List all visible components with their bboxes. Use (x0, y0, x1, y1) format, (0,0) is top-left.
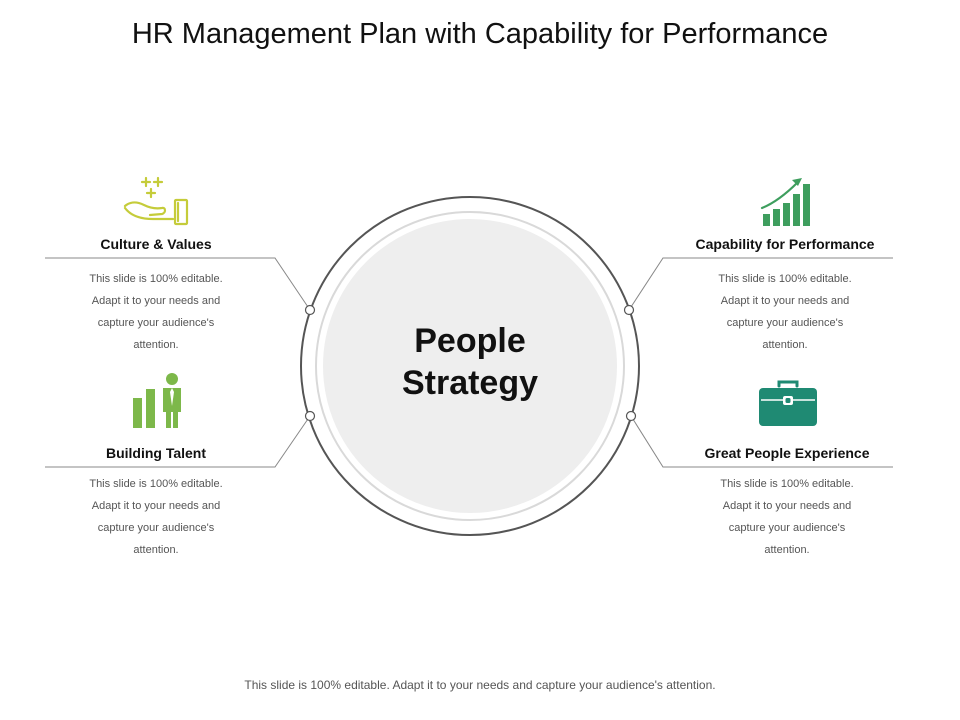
inner-disc (317, 213, 623, 519)
connector-experience (630, 415, 893, 468)
center-label: People Strategy (370, 320, 570, 404)
description-capability-performance: This slide is 100% editable. Adapt it to… (718, 273, 852, 351)
connector-dot-capability (623, 304, 635, 316)
inner-disc-shadow (315, 211, 625, 521)
outer-ring (300, 196, 640, 536)
heading-building-talent: Building Talent (105, 445, 207, 461)
connector-talent (45, 415, 311, 468)
heading-great-people-experience: Great People Experience (704, 445, 870, 461)
growth-chart-icon (760, 178, 810, 226)
center-label-line2: Strategy (401, 364, 539, 402)
connector-dot-talent (304, 410, 316, 422)
hand-with-sparkles-icon (123, 176, 189, 226)
heading-capability-performance: Capability for Performance (695, 236, 875, 252)
center-label-line1: People (414, 322, 526, 360)
description-great-people-experience: This slide is 100% editable. Adapt it to… (720, 478, 854, 556)
description-culture-values: This slide is 100% editable. Adapt it to… (89, 273, 223, 351)
person-with-bars-icon (133, 373, 181, 428)
description-building-talent: This slide is 100% editable. Adapt it to… (89, 478, 223, 556)
footer-note: This slide is 100% editable. Adapt it to… (244, 678, 716, 692)
connector-dot-experience (625, 410, 637, 422)
briefcase-icon (759, 380, 817, 426)
page-title: HR Management Plan with Capability for P… (131, 18, 829, 50)
connector-culture (45, 257, 311, 311)
connector-dot-culture (304, 304, 316, 316)
connector-capability (628, 257, 893, 311)
heading-culture-values: Culture & Values (100, 236, 212, 252)
